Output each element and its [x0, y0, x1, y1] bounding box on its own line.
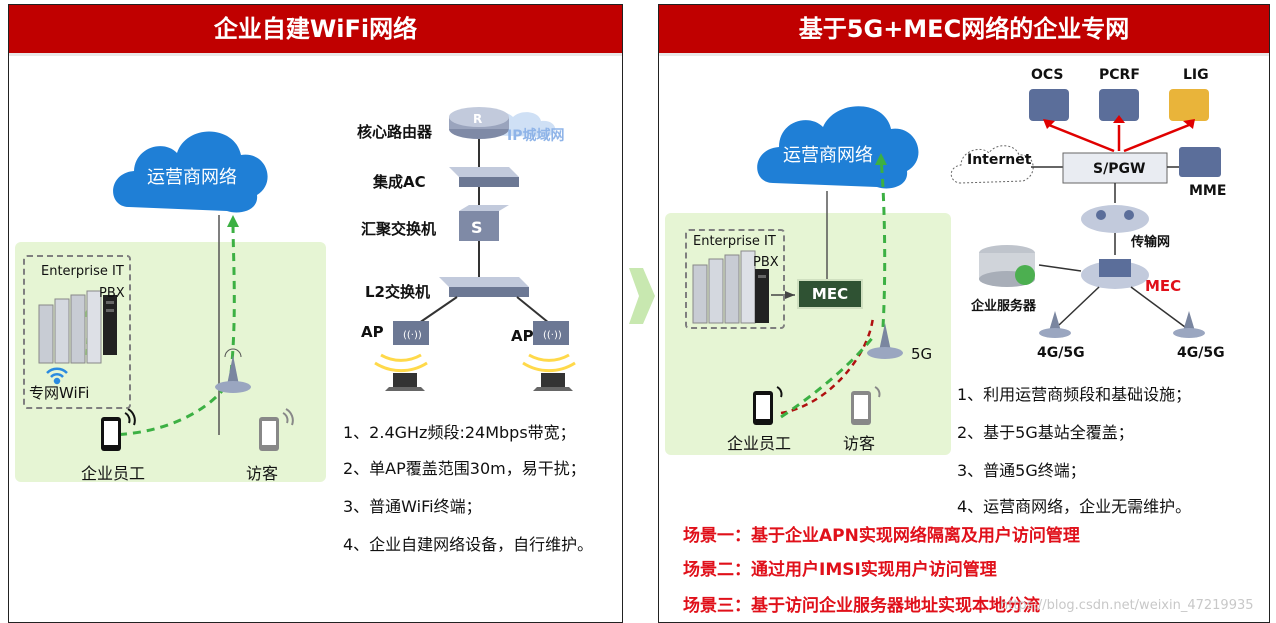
transition-arrow-icon	[629, 268, 655, 324]
ap1-icon: ((·))	[393, 321, 429, 345]
right-enterprise-it-label: Enterprise IT	[693, 234, 776, 249]
ocs-icon	[1029, 89, 1069, 121]
pbx-icon	[103, 295, 117, 355]
pcrf-icon	[1099, 89, 1139, 121]
right-employee-label: 企业员工	[727, 434, 792, 453]
laptop2-icon	[533, 373, 573, 391]
bs2-icon	[1173, 311, 1205, 338]
transport-network-icon	[1081, 205, 1149, 233]
server-label: 企业服务器	[971, 299, 1037, 314]
wifi-path	[104, 384, 229, 437]
pbx-icon	[755, 269, 769, 323]
scenario-2: 场景二：通过用户IMSI实现用户访问管理	[683, 560, 997, 580]
wifi-icon	[46, 367, 68, 385]
right-header: 基于5G+MEC网络的企业专网	[659, 5, 1269, 56]
phone-icon	[753, 386, 783, 425]
left-feature-3: 3、普通WiFi终端；	[343, 497, 482, 516]
ap1-label: AP	[361, 323, 384, 341]
bs1-icon	[1039, 311, 1071, 338]
left-panel: 企业自建WiFi网络	[8, 4, 623, 623]
svg-text:((·)): ((·))	[543, 330, 562, 341]
cloud-icon	[757, 106, 919, 189]
server-rack-icon	[38, 290, 102, 364]
5g-path	[780, 336, 875, 419]
left-header: 企业自建WiFi网络	[9, 5, 622, 56]
core-router-icon: R	[449, 107, 509, 139]
mec-box: MEC	[797, 279, 863, 309]
mec-path	[780, 316, 875, 415]
right-enterprise-area	[665, 213, 951, 455]
ac-icon	[449, 167, 519, 187]
left-feature-2: 2、单AP覆盖范围30m，易干扰；	[343, 459, 586, 478]
left-enterprise-it-box	[23, 255, 131, 409]
internet-label: Internet	[967, 152, 1032, 168]
left-feature-1: 1、2.4GHz频段:24Mbps带宽；	[343, 423, 576, 442]
right-enterprise-it-box	[685, 229, 785, 329]
svg-text:S: S	[471, 218, 483, 237]
server-rack-icon	[692, 250, 756, 324]
fiveg-label: 5G	[911, 345, 933, 363]
left-feature-4: 4、企业自建网络设备，自行维护。	[343, 535, 594, 554]
ip-metro-label: IP城域网	[507, 128, 565, 144]
mme-icon	[1179, 147, 1221, 177]
cloud-icon	[113, 131, 268, 213]
left-employee-label: 企业员工	[81, 464, 146, 483]
left-diagram-svg: R S ((·)) ((·))	[38, 107, 576, 451]
right-feature-2: 2、基于5G基站全覆盖；	[957, 423, 1134, 442]
cell-tower-icon	[215, 348, 251, 393]
internet-cloud-icon	[950, 145, 1034, 184]
right-feature-1: 1、利用运营商频段和基础设施；	[957, 385, 1192, 404]
watermark: https://blog.csdn.net/weixin_47219935	[1000, 598, 1254, 613]
svg-text:R: R	[473, 112, 482, 126]
left-visitor-label: 访客	[246, 464, 279, 483]
left-pbx-label: PBX	[99, 286, 125, 301]
phone-icon	[101, 408, 136, 451]
right-visitor-label: 访客	[843, 434, 876, 453]
visitor-phone-icon	[259, 408, 294, 451]
core-router-label: 核心路由器	[357, 123, 433, 141]
transport-label: 传输网	[1131, 235, 1171, 250]
ap2-icon: ((·))	[533, 321, 569, 345]
cell-tower-icon	[867, 323, 903, 359]
lig-label: LIG	[1183, 67, 1209, 83]
server-db-icon	[979, 245, 1035, 287]
visitor-phone-icon	[851, 386, 881, 425]
right-diagram-svg	[692, 89, 1221, 425]
ap1-signal-icon	[374, 353, 428, 373]
mec-node-icon	[1081, 259, 1149, 289]
scenario-3: 场景三：基于访问企业服务器地址实现本地分流	[683, 596, 1040, 616]
mec-node-label: MEC	[1145, 277, 1182, 295]
spgw-label: S/PGW	[1093, 161, 1146, 177]
right-feature-4: 4、运营商网络，企业无需维护。	[957, 497, 1192, 516]
l2-switch-label: L2交换机	[365, 283, 430, 301]
left-wifi-label: 专网WiFi	[29, 384, 90, 402]
right-cloud-label: 运营商网络	[783, 145, 873, 166]
right-pbx-label: PBX	[753, 255, 779, 270]
bs2-label: 4G/5G	[1177, 345, 1225, 361]
right-panel: 基于5G+MEC网络的企业专网	[658, 4, 1270, 623]
bs1-label: 4G/5G	[1037, 345, 1085, 361]
mme-label: MME	[1189, 183, 1227, 199]
svg-text:((·)): ((·))	[403, 330, 422, 341]
l2-switch-icon	[439, 277, 529, 297]
laptop1-icon	[385, 373, 425, 391]
right-feature-3: 3、普通5G终端；	[957, 461, 1086, 480]
left-cloud-label: 运营商网络	[147, 167, 237, 188]
agg-switch-label: 汇聚交换机	[361, 220, 437, 238]
ocs-label: OCS	[1031, 67, 1064, 83]
ap2-label: AP	[511, 327, 534, 345]
left-enterprise-it-label: Enterprise IT	[41, 264, 124, 279]
scenario-1: 场景一：基于企业APN实现网络隔离及用户访问管理	[683, 526, 1080, 546]
ap2-signal-icon	[522, 353, 576, 373]
agg-switch-icon: S	[459, 205, 509, 241]
ac-label: 集成AC	[373, 173, 426, 191]
lig-icon	[1169, 89, 1209, 121]
pcrf-label: PCRF	[1099, 67, 1140, 83]
